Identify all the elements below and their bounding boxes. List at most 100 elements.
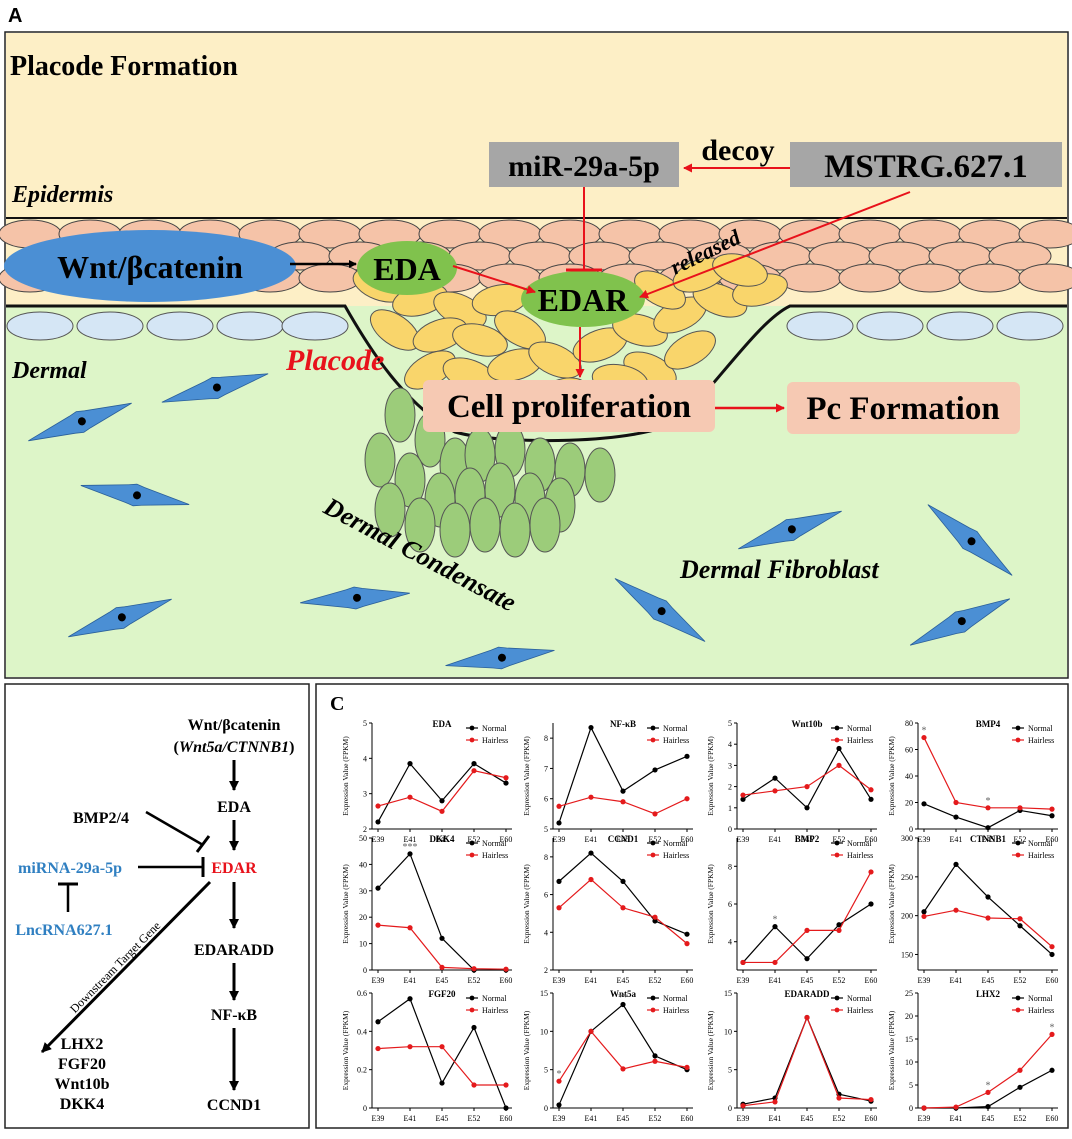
x-tick-label: E52 (649, 1114, 662, 1123)
y-tick-label: 5 (363, 719, 367, 728)
significance-mark: ** (618, 993, 628, 1004)
y-tick-label: 0.6 (357, 989, 367, 998)
mir-box (489, 142, 679, 187)
y-tick-label: 0.4 (357, 1027, 367, 1036)
legend-label: Hairless (847, 736, 873, 745)
y-axis-label: Expression Value (FPKM) (887, 736, 896, 816)
basal-cell (76, 311, 144, 341)
y-tick-label: 3 (363, 790, 367, 799)
x-tick-label: E60 (1046, 1114, 1059, 1123)
legend-marker (469, 1007, 475, 1013)
y-tick-label: 2 (363, 825, 367, 834)
legend-marker (1015, 1007, 1021, 1013)
legend-marker (834, 840, 840, 846)
y-tick-label: 0 (544, 1104, 548, 1113)
data-point-hairless (985, 1089, 991, 1095)
data-point-normal (556, 820, 562, 826)
b-mirna: miRNA-29a-5p (18, 860, 122, 877)
condensate-cell (384, 387, 416, 443)
legend-label: Normal (663, 724, 688, 733)
data-point-hairless (439, 1044, 445, 1050)
data-point-hairless (620, 905, 626, 911)
data-point-normal (407, 761, 413, 767)
data-point-normal (836, 745, 842, 752)
data-point-hairless (556, 803, 562, 809)
chart-title: EDARADD (785, 989, 831, 999)
x-tick-label: E60 (500, 835, 513, 844)
x-tick-label: E39 (372, 1114, 385, 1123)
x-tick-label: E39 (372, 976, 385, 985)
y-tick-label: 10 (359, 940, 367, 949)
x-tick-label: E52 (833, 976, 846, 985)
placode-label: Placode (285, 344, 384, 377)
chart-title: DKK4 (429, 834, 455, 844)
y-tick-label: 3 (728, 761, 732, 770)
b-target-1: LHX2 (61, 1036, 104, 1053)
released-arrow (639, 191, 911, 299)
data-point-hairless (740, 792, 746, 798)
legend-marker (469, 852, 475, 858)
legend-label: Normal (847, 724, 872, 733)
y-tick-label: 4 (728, 740, 732, 749)
panel-c-frame (315, 683, 1069, 1129)
basal-cell (786, 311, 854, 341)
data-point-hairless (407, 925, 413, 931)
y-tick-label: 15 (540, 989, 548, 998)
y-tick-label: 0 (363, 1104, 367, 1113)
x-tick-label: E39 (918, 1114, 931, 1123)
data-point-hairless (868, 869, 874, 875)
eda-to-edar-arrow (452, 265, 536, 294)
y-tick-label: 40 (359, 860, 367, 869)
y-tick-label: 40 (905, 772, 913, 781)
data-point-normal (471, 1024, 477, 1031)
fibroblast (28, 402, 132, 442)
dermal-fibroblast-label: Dermal Fibroblast (679, 555, 879, 584)
chart-title: NF-κB (610, 719, 636, 729)
legend-label: Hairless (847, 1006, 873, 1015)
data-point-normal (652, 918, 658, 924)
data-point-normal (772, 775, 778, 781)
y-tick-label: 50 (359, 834, 367, 843)
data-point-hairless (868, 787, 874, 793)
y-tick-label: 8 (728, 862, 732, 871)
x-tick-label: E45 (982, 1114, 995, 1123)
data-point-hairless (407, 794, 413, 800)
epidermal-cell (988, 241, 1052, 271)
fibroblast (445, 646, 555, 670)
data-point-normal (985, 825, 991, 831)
cell-prolif-box (423, 380, 715, 432)
legend-label: Normal (1028, 724, 1053, 733)
data-point-normal (1049, 951, 1055, 958)
data-point-hairless (804, 927, 810, 934)
x-tick-label: E45 (436, 1114, 449, 1123)
data-point-normal (921, 909, 927, 915)
x-tick-label: E52 (468, 1114, 481, 1123)
y-tick-label: 60 (905, 746, 913, 755)
legend-label: Normal (1028, 839, 1053, 848)
y-tick-label: 7 (544, 764, 548, 773)
data-point-hairless (439, 808, 445, 814)
data-point-hairless (1017, 1067, 1023, 1073)
legend-marker (650, 852, 656, 858)
data-point-normal (652, 1053, 658, 1059)
y-tick-label: 8 (544, 853, 548, 862)
x-tick-label: E41 (585, 976, 598, 985)
legend-marker (834, 737, 840, 743)
x-tick-label: E52 (1014, 976, 1027, 985)
x-tick-label: E39 (918, 835, 931, 844)
y-tick-label: 20 (905, 1012, 913, 1021)
decoy-label: decoy (701, 134, 774, 167)
x-tick-label: E60 (681, 976, 694, 985)
y-axis-label: Expression Value (FPKM) (706, 1010, 715, 1090)
y-tick-label: 20 (359, 913, 367, 922)
fibroblast-nucleus (957, 617, 966, 626)
chart-title: FGF20 (429, 989, 456, 999)
legend-label: Hairless (1028, 851, 1054, 860)
y-tick-label: 10 (724, 1027, 732, 1036)
legend-marker (1015, 725, 1021, 731)
wnt-ellipse (4, 230, 296, 302)
data-point-normal (652, 767, 658, 773)
x-tick-label: E41 (769, 835, 782, 844)
